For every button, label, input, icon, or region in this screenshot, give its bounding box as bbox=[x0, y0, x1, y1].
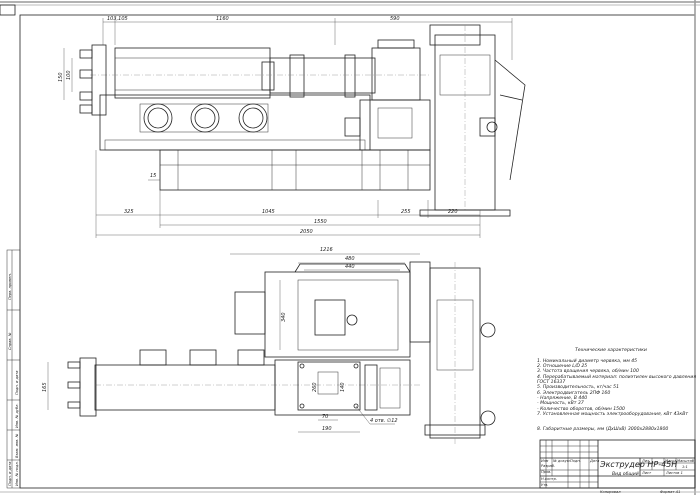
dim-590: 590 bbox=[390, 16, 400, 22]
sheet-label: Лист bbox=[641, 471, 652, 475]
spec-line: - Мощность, кВт 37 bbox=[537, 400, 584, 406]
dim-480: 480 bbox=[345, 256, 355, 262]
plan-view: 1216 480 440 340 165 260 140 70 190 4 от… bbox=[42, 247, 496, 445]
side-stamp-strip: Перв. примен. Справ. № Подп. и дата Инв.… bbox=[6, 249, 21, 489]
dim-holes: 4 отв. ∅12 bbox=[370, 418, 398, 424]
stamp-6: Подп. и дата bbox=[8, 462, 12, 486]
row-ncontrol: Н.контр. bbox=[541, 477, 557, 481]
row-approve: Утв. bbox=[541, 483, 549, 487]
col-sign: Подп. bbox=[570, 459, 581, 463]
lit-label: Лит. bbox=[641, 459, 650, 463]
col-doc: № докум. bbox=[552, 459, 571, 463]
spec-line: 2. Отношение L/D 25 bbox=[537, 363, 587, 369]
dim-140: 140 bbox=[340, 382, 346, 392]
spec-line: 7. Установленная мощность электрооборудо… bbox=[537, 411, 688, 417]
spec-line: 3. Частота вращения червяка, об/мин 100 bbox=[537, 368, 639, 374]
dim-103: 103,105 bbox=[107, 16, 128, 22]
spec-line: 1. Номинальный диаметр червяка, мм 45 bbox=[537, 358, 637, 364]
dim-2050: 2050 bbox=[300, 229, 313, 235]
sheets-label: Листов 1 bbox=[665, 471, 683, 475]
scale-label: Масштаб bbox=[677, 459, 695, 463]
dim-1550: 1550 bbox=[314, 219, 327, 225]
spec-line: 8. Габаритные размеры, мм (ДхШхВ) 3000х2… bbox=[537, 426, 668, 432]
stamp-7: Инв. № подл. bbox=[15, 461, 19, 486]
stamp-2: Справ. № bbox=[8, 332, 12, 350]
front-view: 103,105 1160 590 325 1045 255 220 1550 2… bbox=[58, 16, 526, 238]
dim-1216: 1216 bbox=[320, 247, 333, 253]
row-check: Пров. bbox=[541, 470, 551, 474]
title-block: Изм № докум. Подп. Дата Разраб. Пров. Н.… bbox=[539, 439, 696, 494]
dim-260: 260 bbox=[312, 382, 318, 392]
dim-1045: 1045 bbox=[262, 209, 275, 215]
dim-150: 150 bbox=[58, 72, 64, 82]
spec-line: 4. Перерабатываемый материал: полиэтилен… bbox=[537, 374, 696, 380]
dim-440: 440 bbox=[345, 264, 355, 270]
row-dev: Разраб. bbox=[541, 464, 555, 468]
dim-190: 190 bbox=[322, 426, 332, 432]
stamp-4: Инв. № дубл. bbox=[15, 403, 19, 428]
stamp-5: Взам. инв. № bbox=[15, 433, 19, 458]
dim-165: 165 bbox=[42, 382, 48, 392]
dim-1160: 1160 bbox=[216, 16, 229, 22]
spec-line: 5. Производительность, кг/час 51 bbox=[537, 384, 619, 390]
scale-value: 1:1 bbox=[682, 465, 688, 469]
spec-line: - Количество оборотов, об/мин 1500 bbox=[537, 406, 625, 412]
drawing-subtitle: Вид общий bbox=[612, 471, 639, 477]
format-label: Формат А1 bbox=[660, 490, 680, 494]
mass-label: Масса bbox=[665, 459, 676, 463]
copied-label: Копировал bbox=[600, 490, 621, 494]
dim-220: 220 bbox=[448, 209, 458, 215]
spec-line: ГОСТ 16337 bbox=[537, 379, 565, 385]
dim-15: 15 bbox=[150, 173, 156, 179]
dim-255: 255 bbox=[401, 209, 411, 215]
stamp-3: Подп. и дата bbox=[15, 371, 19, 395]
dim-340: 340 bbox=[281, 312, 287, 322]
col-izm: Изм bbox=[541, 459, 549, 463]
dim-325: 325 bbox=[124, 209, 134, 215]
drawing-title: Экструдер НР-45Н bbox=[599, 460, 677, 469]
dim-100: 100 bbox=[66, 70, 72, 80]
col-date: Дата bbox=[589, 459, 599, 463]
spec-line: 6. Электродвигатель 2ПФ 160 bbox=[537, 390, 610, 396]
dim-70: 70 bbox=[322, 414, 328, 420]
technical-specifications: Технические характеристики 1. Номинальны… bbox=[537, 347, 696, 432]
spec-line: - Напряжение, В 440 bbox=[537, 395, 587, 401]
spec-title: Технические характеристики bbox=[575, 347, 647, 353]
stamp-1: Перв. примен. bbox=[8, 273, 12, 300]
